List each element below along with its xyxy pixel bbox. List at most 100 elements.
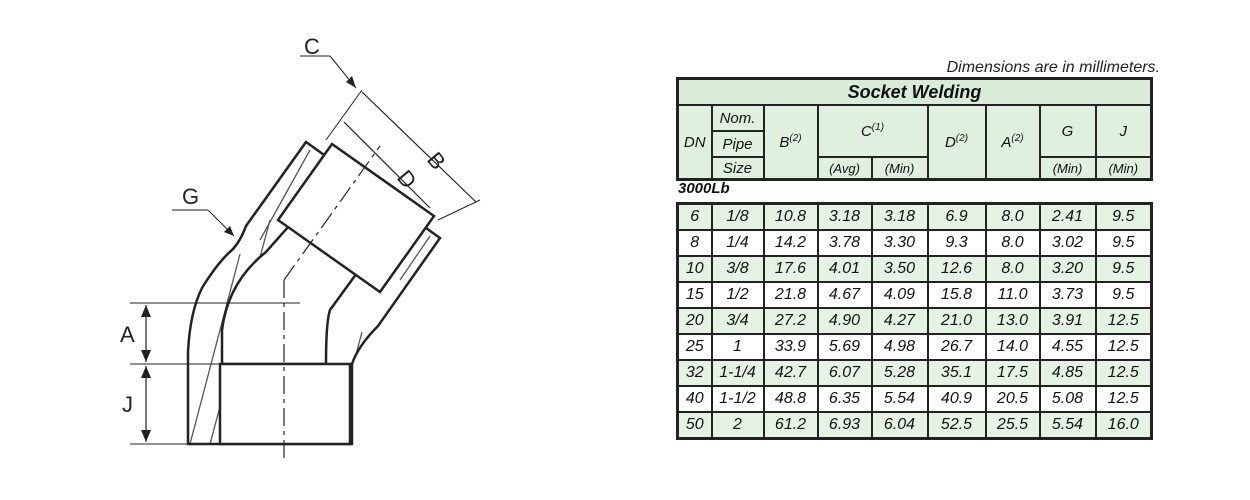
label-c: C <box>304 34 320 59</box>
elbow-outline <box>186 140 442 446</box>
header-c-min: (Min) <box>870 156 929 181</box>
table-cell: 25.5 <box>984 411 1041 440</box>
table-cell: 4.67 <box>816 281 873 309</box>
table-cell: 26.7 <box>926 333 987 361</box>
label-j: J <box>122 392 133 417</box>
table-cell: 6.35 <box>816 385 873 413</box>
header-j-min: (Min) <box>1094 156 1153 181</box>
table-cell: 12.5 <box>1094 333 1153 361</box>
table-cell: 27.2 <box>762 307 819 335</box>
table-cell: 42.7 <box>762 359 819 387</box>
table-cell: 9.5 <box>1094 281 1153 309</box>
table-cell: 6.04 <box>870 411 929 440</box>
table-cell: 4.27 <box>870 307 929 335</box>
table-cell: 9.5 <box>1094 255 1153 283</box>
label-b: B <box>422 147 451 174</box>
table-cell: 15 <box>676 281 713 309</box>
table-cell: 4.98 <box>870 333 929 361</box>
table-cell: 5.54 <box>1038 411 1097 440</box>
header-d: D(2) <box>926 104 987 181</box>
header-j: J <box>1094 104 1153 158</box>
table-cell: 10.8 <box>762 202 819 231</box>
table-cell: 3.02 <box>1038 229 1097 257</box>
table-cell: 16.0 <box>1094 411 1153 440</box>
table-cell: 3.18 <box>816 202 873 231</box>
table-cell: 3.20 <box>1038 255 1097 283</box>
table-cell: 8.0 <box>984 255 1041 283</box>
pressure-class-label: 3000Lb <box>678 180 730 197</box>
table-cell: 8.0 <box>984 229 1041 257</box>
table-cell: 5.54 <box>870 385 929 413</box>
table-cell: 6.9 <box>926 202 987 231</box>
table-cell: 12.5 <box>1094 385 1153 413</box>
table-cell: 4.55 <box>1038 333 1097 361</box>
table-cell: 1/2 <box>710 281 765 309</box>
table-cell: 6.07 <box>816 359 873 387</box>
table-cell: 48.8 <box>762 385 819 413</box>
table-cell: 14.0 <box>984 333 1041 361</box>
table-cell: 4.09 <box>870 281 929 309</box>
upper-socket <box>276 142 436 294</box>
header-c: C(1) <box>816 104 929 158</box>
table-cell: 33.9 <box>762 333 819 361</box>
table-cell: 2 <box>710 411 765 440</box>
header-b: B(2) <box>762 104 819 181</box>
table-cell: 1-1/4 <box>710 359 765 387</box>
table-cell: 4.90 <box>816 307 873 335</box>
elbow-drawing: C B D G A J <box>120 34 481 460</box>
header-g-min: (Min) <box>1038 156 1097 181</box>
table-cell: 17.6 <box>762 255 819 283</box>
table-cell: 3.78 <box>816 229 873 257</box>
table-cell: 9.3 <box>926 229 987 257</box>
table-cell: 15.8 <box>926 281 987 309</box>
table-cell: 8 <box>676 229 713 257</box>
header-nom-1: Nom. <box>710 104 765 132</box>
table-cell: 20 <box>676 307 713 335</box>
table-cell: 14.2 <box>762 229 819 257</box>
table-cell: 25 <box>676 333 713 361</box>
table-cell: 6.93 <box>816 411 873 440</box>
table-cell: 4.85 <box>1038 359 1097 387</box>
table-cell: 40.9 <box>926 385 987 413</box>
table-cell: 50 <box>676 411 713 440</box>
table-cell: 3.30 <box>870 229 929 257</box>
label-g: G <box>182 184 199 209</box>
units-note: Dimensions are in millimeters. <box>946 59 1160 76</box>
table-cell: 3/8 <box>710 255 765 283</box>
table-cell: 3.73 <box>1038 281 1097 309</box>
table-cell: 3/4 <box>710 307 765 335</box>
lower-socket <box>218 362 352 446</box>
table-cell: 12.6 <box>926 255 987 283</box>
table-cell: 61.2 <box>762 411 819 440</box>
table-title: Socket Welding <box>676 77 1153 106</box>
table-cell: 8.0 <box>984 202 1041 231</box>
table-cell: 35.1 <box>926 359 987 387</box>
header-dn: DN <box>676 104 713 181</box>
header-nom-2: Pipe <box>710 130 765 158</box>
table-cell: 5.28 <box>870 359 929 387</box>
table-cell: 4.01 <box>816 255 873 283</box>
table-cell: 32 <box>676 359 713 387</box>
table-cell: 21.0 <box>926 307 987 335</box>
table-cell: 5.08 <box>1038 385 1097 413</box>
table-cell: 6 <box>676 202 713 231</box>
table-cell: 3.91 <box>1038 307 1097 335</box>
table-cell: 1/8 <box>710 202 765 231</box>
header-g: G <box>1038 104 1097 158</box>
table-cell: 1-1/2 <box>710 385 765 413</box>
table-cell: 52.5 <box>926 411 987 440</box>
table-cell: 21.8 <box>762 281 819 309</box>
table-cell: 11.0 <box>984 281 1041 309</box>
table-cell: 12.5 <box>1094 359 1153 387</box>
table-cell: 12.5 <box>1094 307 1153 335</box>
